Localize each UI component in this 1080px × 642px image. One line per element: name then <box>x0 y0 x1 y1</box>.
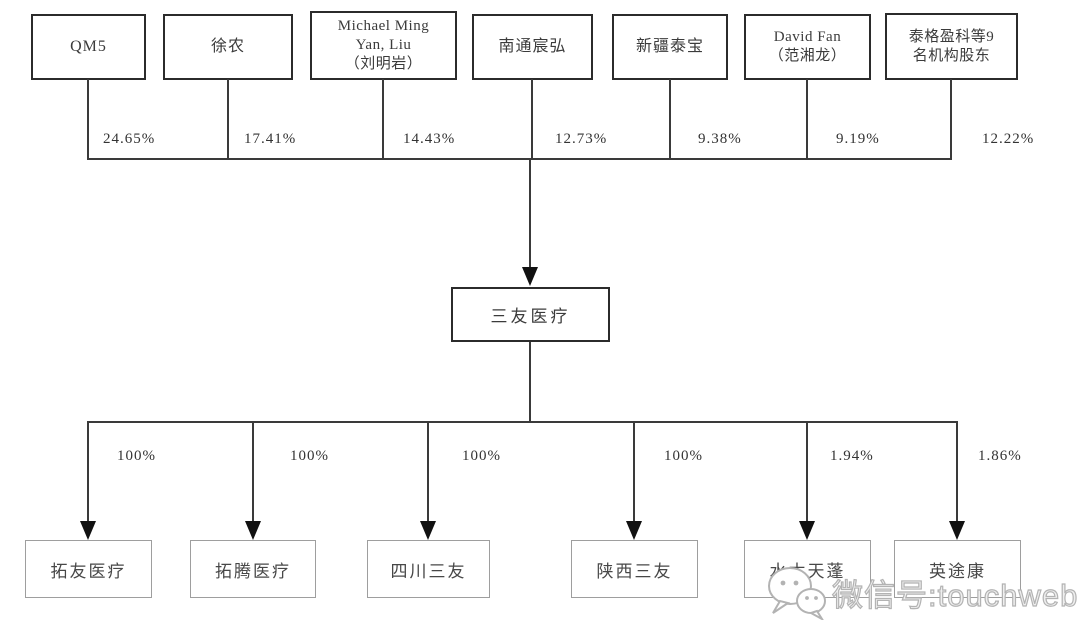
arrowhead-down-icon <box>626 521 642 540</box>
connector-line-vertical <box>87 421 89 523</box>
ownership-percent-label: 100% <box>117 448 156 464</box>
ownership-percent-label: 100% <box>462 448 501 464</box>
shareholder-box-michael-ming-yan: Michael Ming Yan, Liu （刘明岩） <box>310 11 457 80</box>
wechat-icon <box>768 567 826 620</box>
connector-line-vertical <box>950 79 952 160</box>
connector-line-vertical <box>252 421 254 523</box>
watermark: 微信号:touchweb <box>766 564 1078 620</box>
watermark-text: 微信号:touchweb <box>831 577 1079 613</box>
shareholder-box-qm5: QM5 <box>31 14 146 80</box>
subsidiary-label: 四川三友 <box>390 561 467 581</box>
connector-line-vertical <box>956 421 958 523</box>
shareholder-label: 南通宸弘 <box>498 38 567 55</box>
ownership-percent-label: 100% <box>290 448 329 464</box>
arrowhead-down-icon <box>522 267 538 286</box>
ownership-percent-label: 1.94% <box>830 448 874 464</box>
shareholder-label: Michael Ming Yan, Liu （刘明岩） <box>337 18 430 72</box>
company-box-sanyou-medical: 三友医疗 <box>451 287 610 342</box>
connector-line-vertical <box>427 421 429 523</box>
shareholder-box-xunong: 徐农 <box>163 14 293 80</box>
connector-line-vertical <box>529 158 531 270</box>
ownership-percent-label: 9.19% <box>836 131 880 147</box>
connector-line-vertical <box>669 79 671 160</box>
company-label: 三友医疗 <box>490 307 571 326</box>
shareholder-box-nantong-chenhong: 南通宸弘 <box>472 14 593 80</box>
shareholder-box-david-fan: David Fan （范湘龙） <box>744 14 871 80</box>
shareholder-label: David Fan （范湘龙） <box>768 29 847 64</box>
ownership-percent-label: 1.86% <box>978 448 1022 464</box>
shareholder-box-taige-yingke: 泰格盈科等9 名机构股东 <box>885 13 1018 80</box>
connector-line-vertical <box>87 79 89 160</box>
connector-line-vertical <box>633 421 635 523</box>
ownership-percent-label: 12.22% <box>982 131 1035 147</box>
connector-line-vertical <box>529 342 531 423</box>
shareholder-label: 徐农 <box>210 38 245 55</box>
ownership-percent-label: 24.65% <box>103 131 156 147</box>
connector-line-vertical <box>806 421 808 523</box>
ownership-percent-label: 100% <box>664 448 703 464</box>
subsidiary-box-sichuan-sanyou: 四川三友 <box>367 540 490 598</box>
ownership-percent-label: 17.41% <box>244 131 297 147</box>
connector-bus-line-bottom <box>88 421 958 423</box>
ownership-percent-label: 9.38% <box>698 131 742 147</box>
shareholder-label: 新疆泰宝 <box>635 38 704 55</box>
subsidiary-label: 拓友医疗 <box>50 561 127 581</box>
shareholder-box-xinjiang-taibao: 新疆泰宝 <box>612 14 728 80</box>
arrowhead-down-icon <box>80 521 96 540</box>
subsidiary-box-yingtukang: 英途康 <box>894 540 1021 598</box>
connector-line-vertical <box>531 79 533 160</box>
subsidiary-box-shaanxi-sanyou: 陕西三友 <box>571 540 698 598</box>
connector-bus-line-top <box>87 158 952 160</box>
shareholder-label: 泰格盈科等9 名机构股东 <box>908 28 995 64</box>
arrowhead-down-icon <box>420 521 436 540</box>
connector-line-vertical <box>227 79 229 160</box>
shareholder-label: QM5 <box>70 38 107 55</box>
arrowhead-down-icon <box>245 521 261 540</box>
connector-line-vertical <box>806 79 808 160</box>
arrowhead-down-icon <box>799 521 815 540</box>
connector-line-vertical <box>382 79 384 160</box>
subsidiary-label: 拓腾医疗 <box>215 561 291 581</box>
ownership-percent-label: 12.73% <box>555 131 608 147</box>
subsidiary-label: 陕西三友 <box>596 561 673 581</box>
ownership-percent-label: 14.43% <box>403 131 456 147</box>
subsidiary-label: 英途康 <box>929 561 986 581</box>
subsidiary-box-tuoyou-medical: 拓友医疗 <box>25 540 152 598</box>
arrowhead-down-icon <box>949 521 965 540</box>
subsidiary-box-tuoteng-medical: 拓腾医疗 <box>190 540 316 598</box>
